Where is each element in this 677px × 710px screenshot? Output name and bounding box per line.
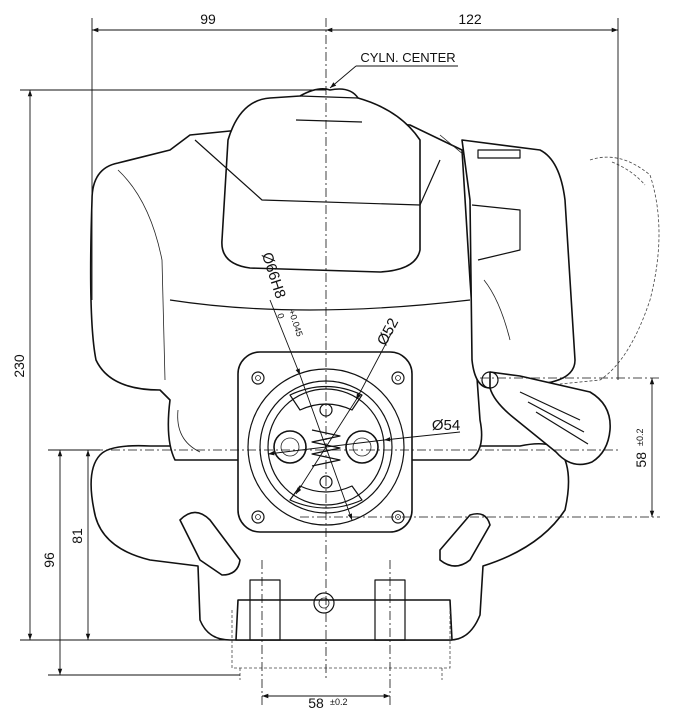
dim-height-total: 230 — [11, 354, 27, 378]
dim-mount-vertical: 58 ±0.2 — [633, 429, 649, 468]
engine-outline — [89, 88, 660, 680]
dim-diameter-54: Ø54 — [432, 417, 460, 434]
dimension-lines — [20, 18, 655, 699]
dim-mount-horizontal-tol: ±0.2 — [330, 697, 347, 707]
dim-mount-vertical-tol: ±0.2 — [635, 429, 645, 446]
dim-width-right: 122 — [458, 11, 482, 27]
dim-height-81: 81 — [69, 528, 85, 544]
dim-mount-vertical-value: 58 — [633, 452, 649, 468]
center-lines — [60, 18, 660, 705]
dim-height-96: 96 — [41, 552, 57, 568]
dim-bore-tol-lower: 0 — [275, 312, 286, 320]
dim-mount-horizontal: 58 ±0.2 — [308, 695, 347, 710]
dim-width-left: 99 — [200, 11, 216, 27]
cylinder-center-label: CYLN. CENTER — [360, 50, 455, 65]
dim-mount-horizontal-value: 58 — [308, 695, 324, 710]
